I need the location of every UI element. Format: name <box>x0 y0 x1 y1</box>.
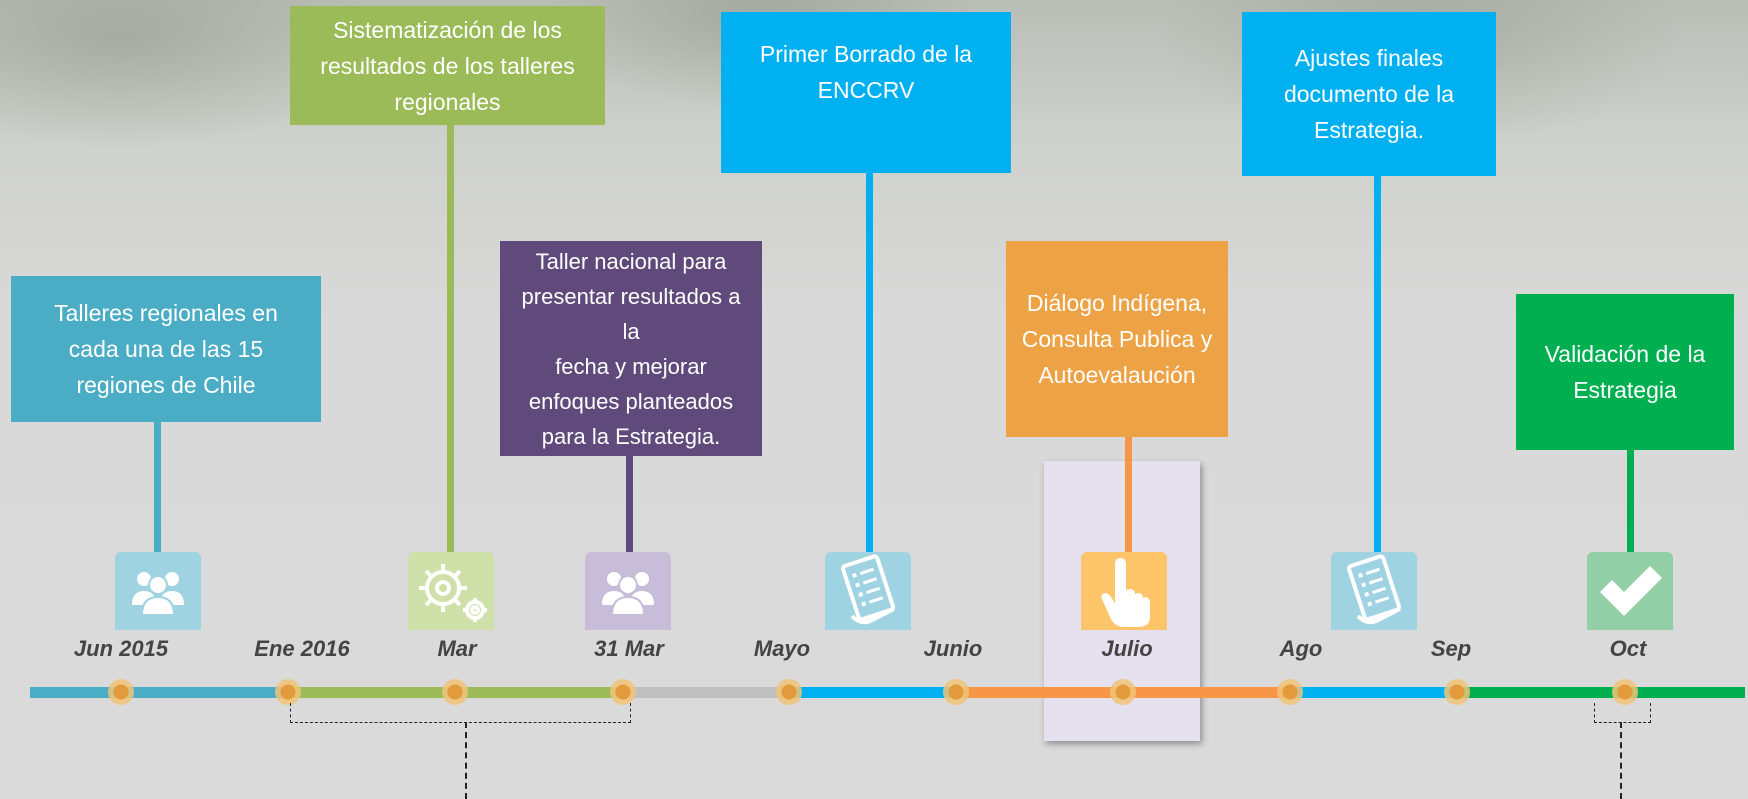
tile-talleres <box>115 552 201 630</box>
stem-validacion <box>1627 449 1634 555</box>
callout-line: Estrategia. <box>1314 117 1424 143</box>
milestone-node-oct <box>1612 679 1638 705</box>
callout-line: resultados de los talleres <box>320 52 575 79</box>
callout-line: presentar resultados a la <box>521 283 741 344</box>
callout-line: regiones de Chile <box>76 372 256 398</box>
milestone-node-ene-2016 <box>275 679 301 705</box>
milestone-node-mayo <box>776 679 802 705</box>
bracket-oct-stem <box>1620 722 1622 799</box>
callout-line: Taller nacional para <box>535 248 727 274</box>
stem-taller-nacional <box>626 455 633 555</box>
people-icon <box>602 572 654 616</box>
callout-line: Estrategia <box>1573 377 1677 403</box>
callout-line: ENCCRV <box>817 77 915 103</box>
bracket-ene-to-31mar-stem <box>465 722 467 799</box>
tile-ajustes <box>1331 552 1417 630</box>
stem-ajustes <box>1374 175 1381 555</box>
milestone-node-ago <box>1277 679 1303 705</box>
tile-dialogo <box>1081 552 1167 630</box>
hand-pointer-icon <box>1101 558 1150 627</box>
callout-line: cada una de las 15 <box>68 336 264 362</box>
axis-segment-green-end <box>1457 687 1745 698</box>
tile-taller-nacional <box>585 552 671 630</box>
tile-borrador <box>825 552 911 630</box>
people-icon <box>132 572 184 616</box>
stem-dialogo <box>1125 436 1132 555</box>
bracket-ene-to-31mar <box>290 703 631 723</box>
label-mar: Mar <box>437 636 477 661</box>
bracket-oct <box>1594 703 1651 723</box>
callout-line: para la Estrategia. <box>541 423 721 449</box>
axis-segment-cyan-2 <box>1290 687 1457 698</box>
callout-taller-nacional: Taller nacional para presentar resultado… <box>500 241 762 456</box>
callout-line: enfoques planteados <box>528 388 734 414</box>
callout-sistematizacion: Sistematización de los resultados de los… <box>290 6 605 125</box>
callout-line: Ajustes finales <box>1294 45 1444 71</box>
axis-segment-blue-start <box>30 687 288 698</box>
milestone-node-junio <box>943 679 969 705</box>
callout-primer-borrador: Primer Borrado de la ENCCRV <box>721 12 1011 173</box>
tile-validacion <box>1587 552 1673 630</box>
label-oct: Oct <box>1609 636 1647 661</box>
label-ago: Ago <box>1279 636 1323 661</box>
milestone-node-mar <box>442 679 468 705</box>
stem-talleres <box>154 420 161 555</box>
label-ene-2016: Ene 2016 <box>254 636 350 661</box>
axis-segment-cyan-1 <box>790 687 955 698</box>
callout-validacion: Validación de la Estrategia <box>1516 294 1734 450</box>
callout-dialogo-indigena: Diálogo Indígena, Consulta Publica y Aut… <box>1006 241 1228 437</box>
label-jun-2015: Jun 2015 <box>73 636 169 661</box>
checkmark-icon <box>1600 566 1662 616</box>
callout-line: Primer Borrado de la <box>759 41 973 67</box>
callout-line: fecha y mejorar <box>555 353 707 379</box>
callout-talleres-regionales: Talleres regionales en cada una de las 1… <box>11 276 321 422</box>
document-icon <box>841 554 896 625</box>
milestone-node-jun-2015 <box>108 679 134 705</box>
callout-line: regionales <box>394 88 501 115</box>
stem-sistematizacion <box>447 124 454 555</box>
gears-icon <box>419 564 487 622</box>
axis-segment-gray <box>624 687 790 698</box>
milestone-node-31-mar <box>610 679 636 705</box>
callout-line: Talleres regionales en <box>54 300 278 326</box>
callout-line: Validación de la <box>1544 341 1706 367</box>
callout-line: Diálogo Indígena, <box>1026 290 1208 316</box>
callout-ajustes-finales: Ajustes finales documento de la Estrateg… <box>1242 12 1496 176</box>
tile-sistematizacion <box>408 552 494 630</box>
callout-line: documento de la <box>1283 81 1455 107</box>
document-icon <box>1347 554 1402 625</box>
label-31-mar: 31 Mar <box>594 636 664 661</box>
label-julio: Julio <box>1101 636 1153 661</box>
label-mayo: Mayo <box>753 636 811 661</box>
label-sep: Sep <box>1430 636 1472 661</box>
callout-line: Consulta Publica y <box>1021 326 1213 352</box>
stem-borrador <box>866 172 873 555</box>
callout-line: Sistematización de los <box>333 16 562 43</box>
milestone-node-julio <box>1110 679 1136 705</box>
callout-line: Autoevalaución <box>1038 362 1196 388</box>
milestone-node-sep <box>1444 679 1470 705</box>
label-junio: Junio <box>923 636 983 661</box>
